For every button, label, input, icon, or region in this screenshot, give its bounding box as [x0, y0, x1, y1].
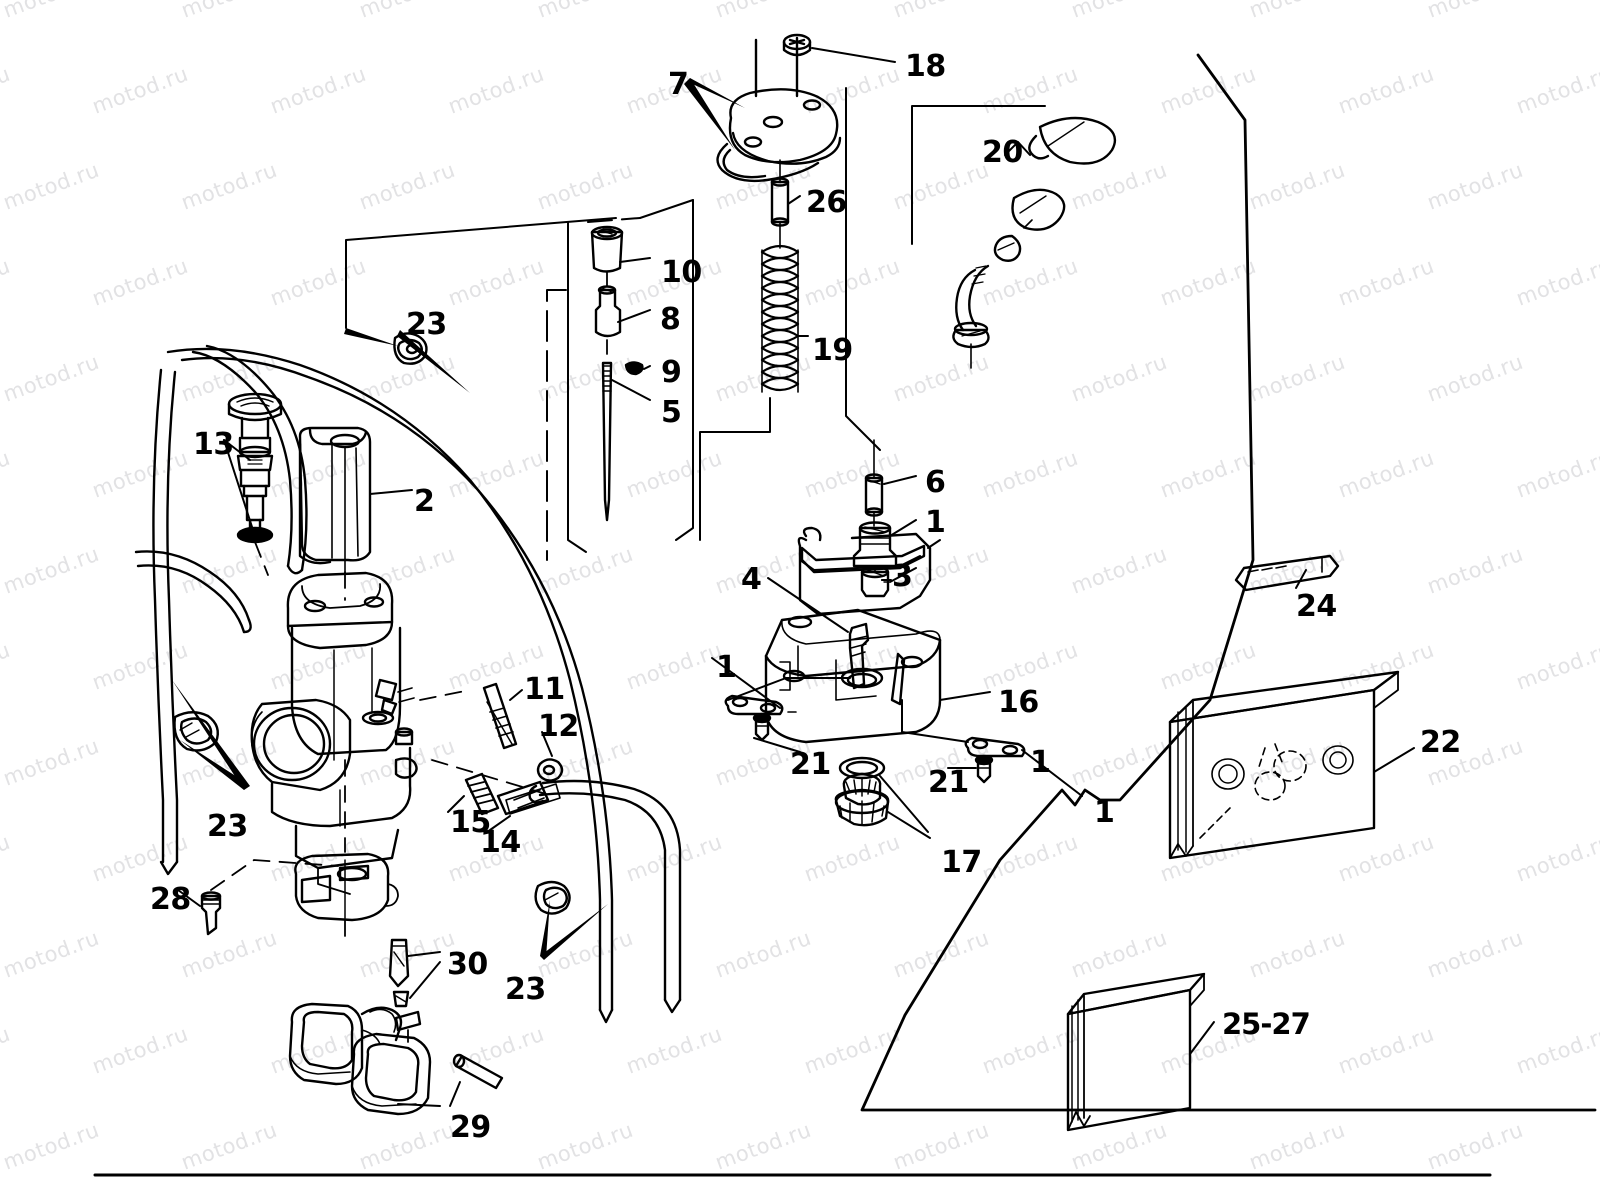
callout-17-29: 17 — [941, 845, 982, 880]
callout-11-17: 11 — [524, 672, 565, 707]
callout-14-27: 14 — [480, 825, 521, 860]
callout-7-1: 7 — [668, 67, 689, 102]
callout-19-7: 19 — [812, 333, 853, 368]
callout-4-15: 4 — [741, 562, 762, 597]
callout-2-12: 2 — [414, 484, 435, 519]
callout-22-21: 22 — [1420, 725, 1461, 760]
callout-20-2: 20 — [982, 135, 1023, 170]
callout-10-4: 10 — [661, 255, 702, 290]
callout-29-34: 29 — [450, 1110, 491, 1145]
callout-13-10: 13 — [193, 427, 234, 462]
callout-8-5: 8 — [660, 302, 681, 337]
callout-21-22: 21 — [790, 747, 831, 782]
callout-1-25: 1 — [1094, 795, 1115, 830]
callout-3-14: 3 — [892, 559, 913, 594]
callout-12-20: 12 — [538, 709, 579, 744]
callout-28-30: 28 — [150, 882, 191, 917]
callout-21-24: 21 — [928, 765, 969, 800]
callout-26-3: 26 — [806, 185, 847, 220]
callout-24-16: 24 — [1296, 589, 1337, 624]
callout-23-28: 23 — [207, 809, 248, 844]
callout-1-23: 1 — [1030, 745, 1051, 780]
callout-1-13: 1 — [925, 505, 946, 540]
callout-5-9: 5 — [661, 395, 682, 430]
callout-23-6: 23 — [406, 307, 447, 342]
callout-23-32: 23 — [505, 972, 546, 1007]
callout-9-8: 9 — [661, 355, 682, 390]
callout-18-0: 18 — [905, 49, 946, 84]
callout-16-19: 16 — [998, 685, 1039, 720]
callout-1-18: 1 — [716, 650, 737, 685]
callout-25-27-33: 25-27 — [1222, 1007, 1311, 1041]
callout-15-26: 15 — [450, 805, 491, 840]
callout-30-31: 30 — [447, 947, 488, 982]
callout-6-11: 6 — [925, 465, 946, 500]
